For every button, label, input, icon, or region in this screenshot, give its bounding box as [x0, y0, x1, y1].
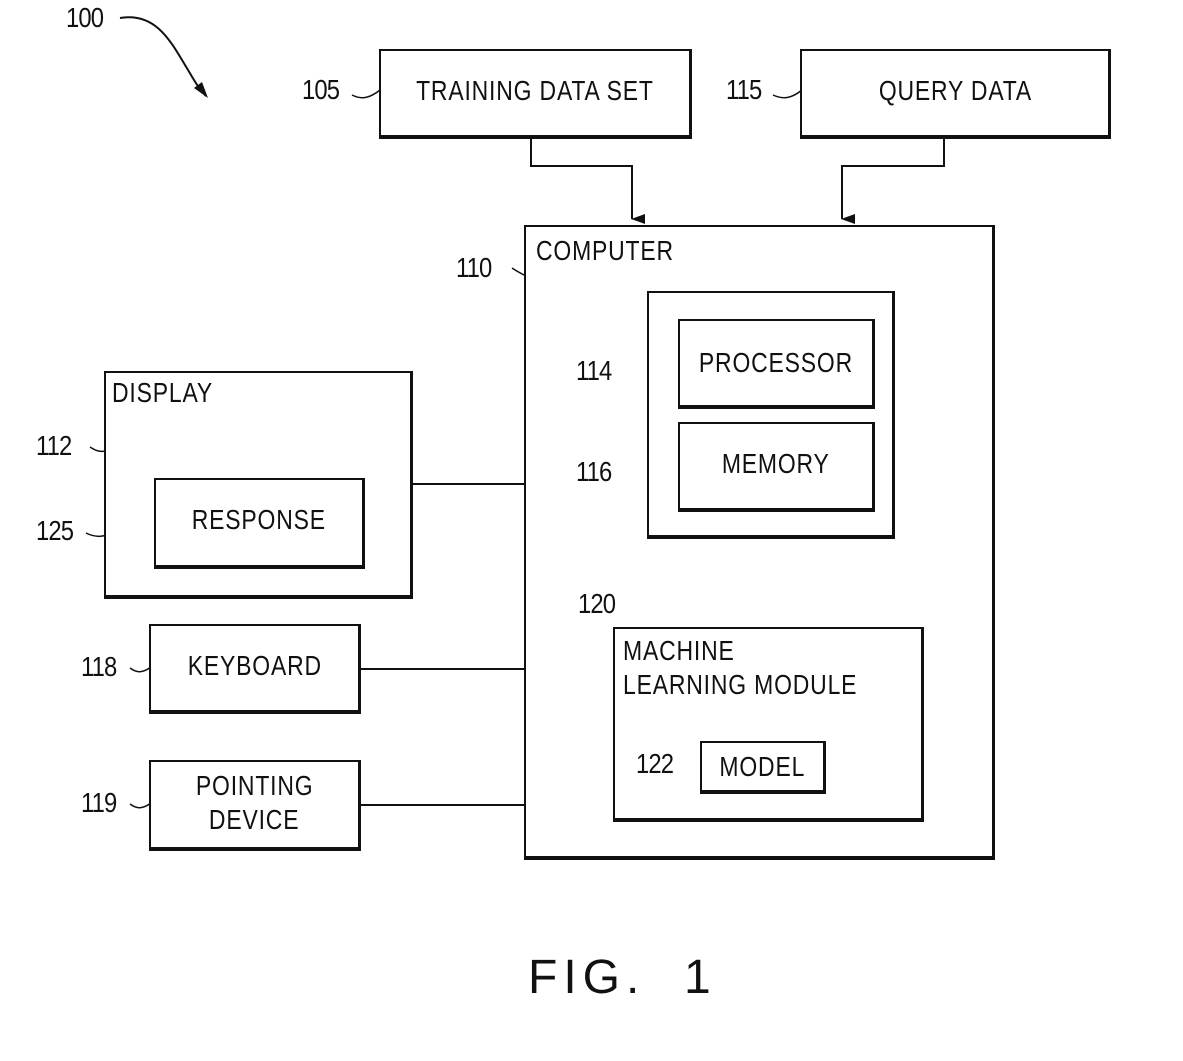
keyboard-label: KEYBOARD [151, 650, 358, 682]
ref-numeral-125: 125 [36, 515, 73, 547]
query-data-label: QUERY DATA [802, 75, 1108, 107]
leader-119 [130, 803, 151, 808]
ref-numeral-116: 116 [576, 456, 611, 488]
ml-module-label-line2: LEARNING MODULE [623, 669, 857, 701]
pointing-device-block: POINTING DEVICE [149, 760, 361, 851]
leader-118 [130, 667, 151, 672]
overall-ref-arrowhead [194, 82, 208, 98]
query-to-computer-connector [842, 138, 944, 219]
overall-reference-numeral: 100 [66, 2, 103, 34]
ref-numeral-115: 115 [726, 74, 761, 106]
query-data-block: QUERY DATA [800, 49, 1111, 139]
display-label: DISPLAY [112, 377, 213, 409]
ref-numeral-118: 118 [81, 651, 116, 683]
computer-label: COMPUTER [536, 235, 674, 267]
leader-105 [352, 90, 380, 98]
processor-block: PROCESSOR [678, 319, 875, 409]
pointing-device-label-line1: POINTING [151, 770, 358, 802]
ref-numeral-119: 119 [81, 787, 116, 819]
processor-label: PROCESSOR [680, 347, 872, 379]
ref-numeral-110: 110 [456, 252, 491, 284]
leader-115 [773, 90, 802, 98]
ref-numeral-112: 112 [36, 430, 71, 462]
pointing-device-label-line2: DEVICE [151, 804, 358, 836]
memory-label: MEMORY [680, 448, 872, 480]
training-to-computer-connector [531, 138, 632, 219]
figure-caption: FIG. 1 [528, 950, 717, 1005]
ref-numeral-122: 122 [636, 748, 673, 780]
ref-numeral-114: 114 [576, 355, 611, 387]
training-data-set-label: TRAINING DATA SET [381, 75, 689, 107]
training-data-set-block: TRAINING DATA SET [379, 49, 692, 139]
ref-numeral-120: 120 [578, 588, 615, 620]
response-label: RESPONSE [156, 504, 362, 536]
ml-module-label-line1: MACHINE [623, 635, 735, 667]
response-block: RESPONSE [154, 478, 365, 569]
keyboard-block: KEYBOARD [149, 624, 361, 714]
memory-block: MEMORY [678, 422, 875, 512]
ref-numeral-105: 105 [302, 74, 339, 106]
overall-ref-arrow [120, 17, 206, 96]
model-label: MODEL [702, 751, 823, 783]
model-block: MODEL [700, 741, 826, 794]
